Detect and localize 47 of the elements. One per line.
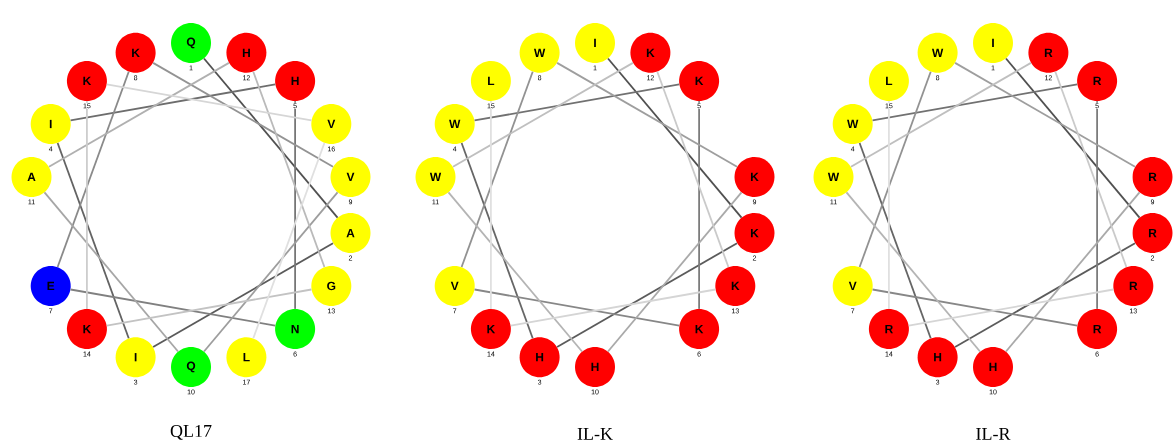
- connector-line: [871, 288, 1079, 327]
- connector-line: [69, 83, 277, 122]
- connector-line: [556, 242, 738, 348]
- connector-line: [69, 288, 277, 327]
- wheel-caption: IL-K: [577, 428, 613, 440]
- connector-line: [105, 83, 313, 122]
- connector-line: [871, 83, 1079, 122]
- connector-line: [152, 62, 334, 168]
- connector-line: [86, 100, 88, 310]
- connector-line: [56, 142, 130, 340]
- wheel-caption: IL-R: [976, 428, 1011, 440]
- connector-line: [152, 242, 334, 348]
- connector-line: [698, 100, 700, 310]
- connector-line: [954, 242, 1136, 348]
- connector-line: [850, 62, 1032, 168]
- connector-line: [460, 142, 534, 340]
- connector-line: [954, 62, 1136, 168]
- connector-line: [490, 100, 492, 310]
- connector-line: [1054, 70, 1128, 268]
- connector-line: [656, 70, 730, 268]
- connector-line: [509, 288, 717, 327]
- wheel-caption: QL17: [170, 424, 212, 440]
- connector-line: [1005, 191, 1141, 353]
- connector-line: [888, 100, 890, 310]
- connector-line: [473, 288, 681, 327]
- connector-line: [845, 191, 981, 353]
- connector-line: [48, 62, 230, 168]
- connector-line: [447, 191, 583, 353]
- connector-line: [607, 57, 743, 219]
- connector-line: [203, 191, 339, 353]
- connector-line: [56, 70, 130, 268]
- connector-line: [452, 62, 634, 168]
- connector-line: [1096, 100, 1098, 310]
- connector-line: [907, 288, 1115, 327]
- connector-line: [607, 191, 743, 353]
- connector-line: [252, 70, 326, 268]
- connector-line: [473, 83, 681, 122]
- connector-line: [294, 100, 296, 310]
- connector-line: [105, 288, 313, 327]
- connector-line: [252, 142, 326, 340]
- connector-line: [858, 70, 932, 268]
- connector-line: [460, 70, 534, 268]
- connector-line: [858, 142, 932, 340]
- connector-line: [203, 57, 339, 219]
- connector-line: [556, 62, 738, 168]
- connector-line: [43, 191, 179, 353]
- connector-line: [1005, 57, 1141, 219]
